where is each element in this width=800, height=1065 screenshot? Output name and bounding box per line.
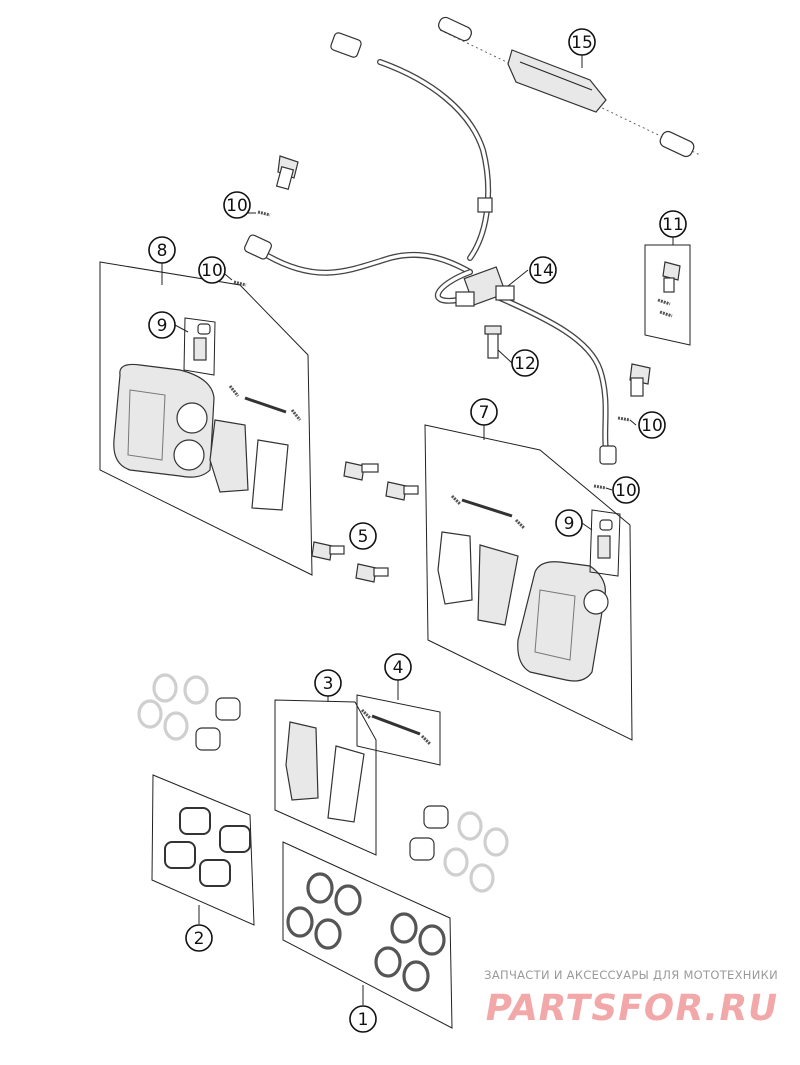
callout-1: 1: [349, 1005, 377, 1033]
brake-pads-kit-3: [274, 699, 377, 856]
bleeder-kit-9-right: [589, 509, 621, 577]
site-watermark: ЗАПЧАСТИ И АКСЕССУАРЫ ДЛЯ МОТОТЕХНИКИ PA…: [458, 968, 782, 1029]
bleeder-kit-9-left: [183, 317, 216, 376]
brake-hose-assembly: [244, 32, 617, 465]
callout-10: 10: [198, 256, 226, 284]
callout-label: 4: [393, 658, 404, 678]
hose-fitting-top: [330, 32, 362, 58]
callout-label: 10: [615, 481, 637, 501]
left-brake-caliper: [113, 363, 215, 478]
callout-11: 11: [659, 210, 687, 238]
callout-14: 14: [529, 256, 557, 284]
washer-10-c: [617, 416, 631, 422]
callout-8: 8: [148, 236, 176, 264]
leader-lines: [161, 55, 674, 1005]
callout-2: 2: [185, 924, 213, 952]
callout-label: 11: [662, 215, 684, 235]
callout-label: 3: [323, 674, 334, 694]
hose-fitting-right: [599, 445, 617, 465]
banjo-bolt-right: [629, 363, 651, 397]
callout-label: 1: [358, 1010, 369, 1030]
left-pad-pin: [228, 385, 302, 421]
loose-seals-left: [137, 673, 241, 751]
caliper-bolts-5: [311, 461, 419, 583]
kit-panel-11: [644, 244, 691, 346]
callout-3: 3: [314, 669, 342, 697]
callout-label: 9: [157, 316, 168, 336]
callout-15: 15: [568, 28, 596, 56]
callout-4: 4: [384, 653, 412, 681]
callout-label: 10: [641, 416, 663, 436]
right-brake-caliper: [517, 561, 609, 682]
hose-fitting-left: [244, 234, 272, 260]
callout-label: 9: [564, 514, 575, 534]
callout-label: 8: [157, 241, 168, 261]
callout-9: 9: [148, 311, 176, 339]
brake-line-distributor: [455, 266, 515, 307]
callout-label: 10: [226, 196, 248, 216]
banjo-bolt-top: [275, 155, 299, 190]
right-pad-pin: [450, 494, 526, 530]
callout-5: 5: [349, 522, 377, 550]
callout-10: 10: [223, 191, 251, 219]
hose-clamp: [477, 197, 493, 213]
watermark-logo: PARTSFOR.RU: [481, 988, 782, 1029]
callout-label: 12: [514, 354, 536, 374]
loose-seals-right: [409, 805, 509, 893]
caliper-kit-right-7: [424, 424, 633, 741]
callout-10: 10: [612, 476, 640, 504]
washer-10-d: [593, 484, 607, 490]
callout-label: 2: [194, 929, 205, 949]
washer-10-b: [233, 280, 247, 287]
callout-9: 9: [555, 509, 583, 537]
callout-10: 10: [638, 411, 666, 439]
washer-10-a: [257, 210, 271, 217]
left-brake-pads: [209, 419, 289, 511]
pistons-kit-2: [151, 774, 255, 926]
watermark-tagline: ЗАПЧАСТИ И АКСЕССУАРЫ ДЛЯ МОТОТЕХНИКИ: [484, 968, 778, 982]
callout-12: 12: [511, 349, 539, 377]
callout-label: 5: [358, 527, 369, 547]
caliper-kit-left-8: [99, 261, 313, 576]
hose-guide-15: [438, 16, 701, 158]
right-brake-pads: [437, 531, 519, 626]
callout-label: 14: [532, 261, 554, 281]
banjo-bolt-12: [484, 325, 502, 359]
callout-label: 10: [201, 261, 223, 281]
callout-7: 7: [470, 398, 498, 426]
pad-pin-kit-4: [356, 694, 441, 766]
callout-label: 7: [479, 403, 490, 423]
seal-kit-1: [282, 841, 453, 1029]
callout-label: 15: [571, 33, 593, 53]
